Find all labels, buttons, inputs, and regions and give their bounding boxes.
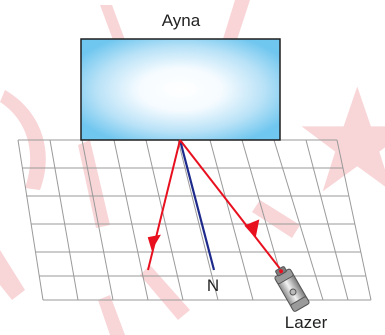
normal-line <box>178 139 216 271</box>
laser-pointer-icon <box>274 266 310 312</box>
floor-grid <box>17 139 372 301</box>
reflected-arrowhead <box>147 234 161 251</box>
watermark-stroke <box>0 250 25 300</box>
watermark-stroke <box>252 200 300 238</box>
watermark-stroke <box>100 5 125 40</box>
laser-label: Lazer <box>285 313 328 332</box>
mirror-label: Ayna <box>162 11 201 30</box>
watermark-stroke <box>98 295 125 335</box>
mirror <box>80 38 281 141</box>
watermark-stroke <box>0 90 46 190</box>
incident-arrowhead <box>244 219 260 239</box>
watermark-stroke <box>78 140 110 228</box>
incident-ray <box>179 139 282 271</box>
normal-label: N <box>207 276 219 295</box>
reflected-ray <box>147 139 181 271</box>
watermark-stroke <box>140 265 190 320</box>
watermark-star <box>301 86 385 192</box>
